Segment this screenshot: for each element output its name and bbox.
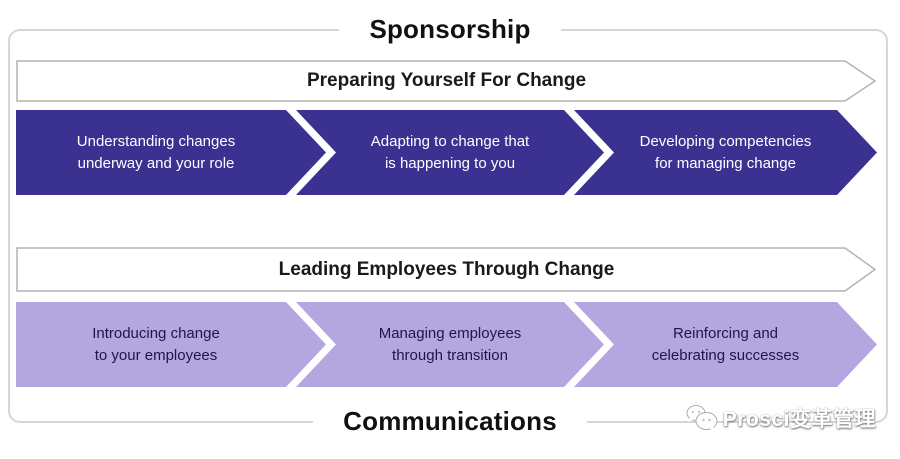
- header-arrow-shape: [16, 60, 877, 102]
- step-introducing-change-label: Introducing change to your employees: [92, 324, 220, 364]
- header-leading-employees: Leading Employees Through Change: [16, 247, 877, 292]
- step-adapting-to-change: Adapting to change that is happening to …: [296, 110, 604, 195]
- header-leading-employees-label: Leading Employees Through Change: [278, 258, 615, 280]
- prosci-watermark-label: Prosci变革管理: [722, 408, 876, 431]
- header-preparing-yourself-label: Preparing Yourself For Change: [306, 70, 587, 91]
- step-developing-competencies: Developing competencies for managing cha…: [574, 110, 877, 195]
- communications-title: Communications: [0, 406, 900, 437]
- step-introducing-change: Introducing change to your employees: [16, 302, 326, 387]
- step-understanding-changes: Understanding changes underway and your …: [16, 110, 326, 195]
- sponsorship-title-label: Sponsorship: [339, 14, 561, 44]
- step-reinforcing-successes-label: Reinforcing and celebrating successes: [651, 324, 800, 364]
- step-managing-employees: Managing employees through transition: [296, 302, 604, 387]
- step-adapting-to-change-label: Adapting to change that is happening to …: [370, 132, 530, 172]
- employee-change-steps-row: Introducing change to your employees Man…: [16, 302, 877, 387]
- header-preparing-yourself: Preparing Yourself For Change: [16, 60, 877, 102]
- step-developing-competencies-label: Developing competencies for managing cha…: [639, 132, 812, 172]
- header-arrow-shape: [16, 247, 877, 292]
- individual-change-steps-row: Understanding changes underway and your …: [16, 110, 877, 195]
- sponsorship-title: Sponsorship: [0, 14, 900, 45]
- step-managing-employees-label: Managing employees through transition: [378, 324, 522, 364]
- prosci-watermark: Prosci变革管理: [685, 400, 876, 436]
- step-understanding-changes-label: Understanding changes underway and your …: [76, 132, 236, 172]
- communications-title-label: Communications: [313, 406, 587, 436]
- step-reinforcing-successes: Reinforcing and celebrating successes: [574, 302, 877, 387]
- wechat-icon: [686, 405, 718, 431]
